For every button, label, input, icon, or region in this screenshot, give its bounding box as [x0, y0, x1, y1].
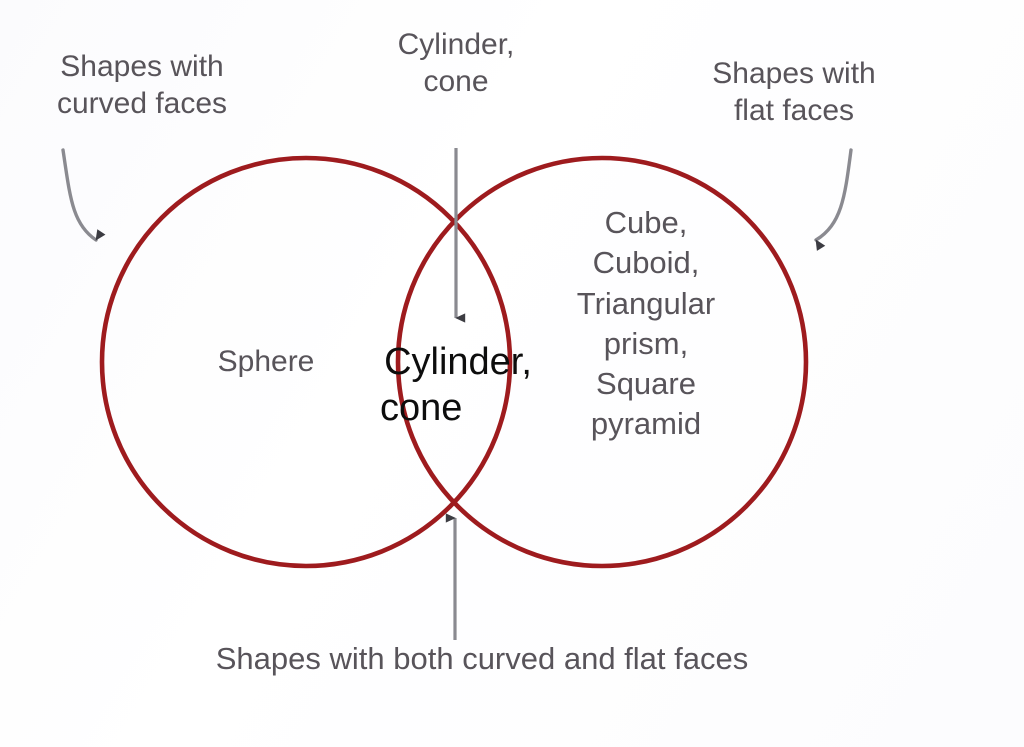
curved-arrow-left-icon — [814, 148, 853, 251]
intersection-annotation-top: Cylinder, cone — [397, 28, 515, 99]
right-set-contents: Cube, Cuboid, Triangular prism, Square p… — [576, 205, 716, 442]
intersection-contents-line2: cone — [380, 386, 463, 429]
left-set-contents: Sphere — [217, 345, 315, 378]
left-set-annotation: Shapes with curved faces — [56, 50, 228, 121]
right-set-circle — [395, 155, 809, 569]
intersection-contents: Cylinder,cone — [328, 340, 588, 431]
left-set-circle — [99, 155, 513, 569]
curved-arrow-right-icon — [61, 148, 106, 242]
intersection-contents-line1: Cylinder, — [384, 341, 532, 383]
right-set-annotation: Shapes with flat faces — [712, 57, 876, 128]
intersection-annotation-bottom: Shapes with both curved and flat faces — [215, 641, 749, 676]
